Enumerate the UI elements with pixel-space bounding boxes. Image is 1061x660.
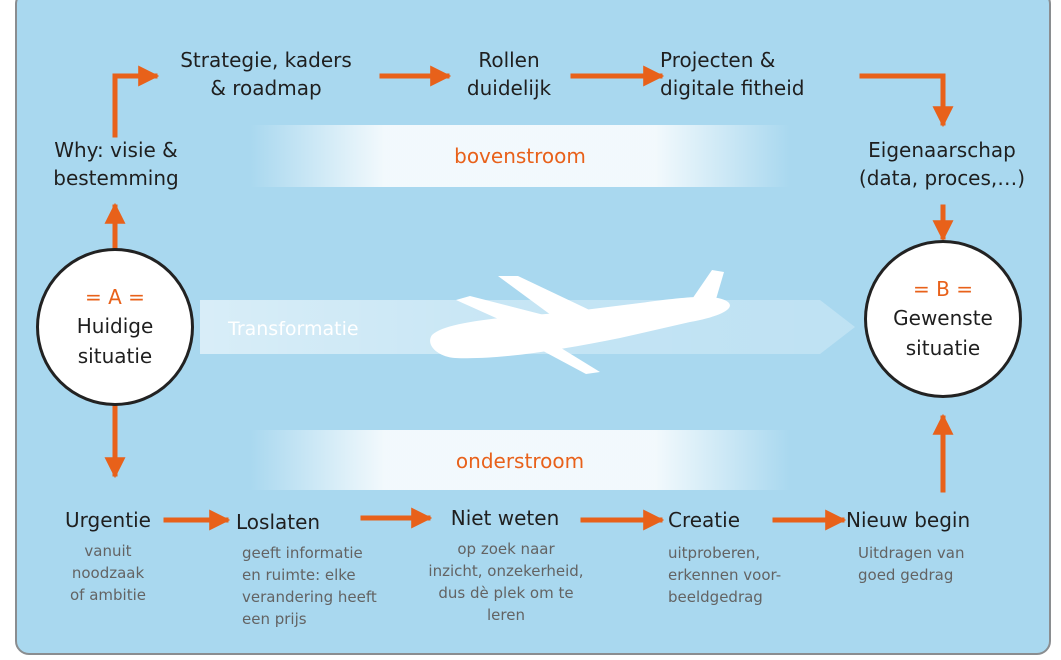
loslaten-text: geeft informatie en ruimte: elke verande… bbox=[242, 544, 377, 628]
niet-weten-text: op zoek naar inzicht, onzekerheid, dus d… bbox=[428, 540, 584, 624]
top-flow-arrows bbox=[104, 65, 954, 251]
loslaten-title: Loslaten bbox=[236, 510, 321, 534]
arrow-projecten-to-eigenaarschap bbox=[859, 73, 954, 128]
eigenaarschap-label: Eigenaarschap (data, proces,…) bbox=[858, 138, 1026, 190]
onderstroom-label: onderstroom bbox=[455, 449, 585, 473]
airplane-icon bbox=[430, 270, 730, 374]
nieuw-begin-text: Uitdragen van goed gedrag bbox=[858, 544, 965, 584]
circle-b-text: Gewenste situatie bbox=[893, 306, 993, 360]
nieuw-begin-title: Nieuw begin bbox=[846, 508, 971, 532]
projecten-label: Projecten & digitale fitheid bbox=[660, 48, 805, 100]
onderstroom-band bbox=[250, 430, 790, 490]
bovenstroom-band bbox=[250, 125, 790, 187]
creatie-text: uitproberen, erkennen voor- beeldgedrag bbox=[668, 544, 782, 606]
niet-weten-title: Niet weten bbox=[450, 506, 560, 530]
rollen-label: Rollen duidelijk bbox=[466, 48, 552, 100]
bottom-flow-arrows bbox=[104, 400, 954, 531]
bovenstroom-label: bovenstroom bbox=[454, 144, 586, 168]
circle-b-mark: = B = bbox=[913, 277, 973, 301]
circle-a-huidige-situatie: = A = Huidige situatie bbox=[36, 248, 194, 406]
circle-a-text: Huidige situatie bbox=[76, 314, 154, 368]
strategie-label: Strategie, kaders & roadmap bbox=[180, 48, 352, 100]
transformatie-label: Transformatie bbox=[228, 318, 359, 340]
urgentie-title: Urgentie bbox=[65, 508, 151, 532]
circle-b-gewenste-situatie: = B = Gewenste situatie bbox=[864, 240, 1022, 398]
arrow-why-to-strategie bbox=[112, 65, 160, 138]
urgentie-text: vanuit noodzaak of ambitie bbox=[70, 542, 146, 604]
creatie-title: Creatie bbox=[668, 508, 741, 532]
circle-a-mark: = A = bbox=[85, 285, 145, 309]
why-label: Why: visie & bestemming bbox=[53, 138, 179, 190]
